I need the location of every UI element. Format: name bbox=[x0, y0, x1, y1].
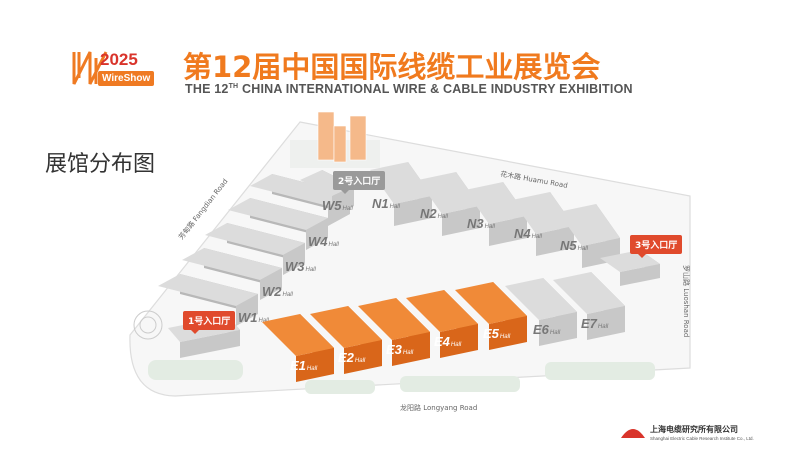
hall-roof bbox=[158, 274, 258, 306]
map-title: 展馆分布图 bbox=[45, 152, 156, 177]
footer-org-cn: 上海电缆研究所有限公司 bbox=[650, 425, 738, 434]
hall-roof bbox=[182, 248, 282, 280]
hall-roof bbox=[262, 314, 334, 356]
hall-roof bbox=[370, 162, 432, 204]
hall-roof bbox=[358, 298, 430, 340]
entrance-1[interactable]: 1号入口厅 bbox=[183, 311, 236, 334]
hall-w-bar2[interactable]: W2Hall bbox=[182, 248, 294, 300]
hall-front bbox=[489, 316, 527, 350]
hall-roof bbox=[553, 272, 625, 314]
logo-year: 2025 bbox=[100, 50, 138, 69]
hall-e5[interactable]: E5Hall bbox=[455, 282, 527, 350]
hall-roof bbox=[418, 172, 480, 214]
hall-front bbox=[489, 216, 527, 246]
hall-front bbox=[296, 348, 334, 382]
hall-roof bbox=[310, 306, 382, 348]
hall-front bbox=[587, 306, 625, 340]
hall-front bbox=[392, 332, 430, 366]
entrance-3[interactable]: 3号入口厅 bbox=[630, 235, 683, 258]
hall-roof bbox=[406, 290, 478, 332]
hall-roof bbox=[250, 174, 350, 206]
wireshow-logo bbox=[72, 51, 108, 85]
hall-e6[interactable]: E6Hall bbox=[505, 278, 577, 346]
hall-e3[interactable]: E3Hall bbox=[358, 298, 430, 366]
hall-e7[interactable]: E7Hall bbox=[553, 272, 625, 340]
hall-e1[interactable]: E1Hall bbox=[262, 314, 334, 382]
hall-n4[interactable]: N4Hall bbox=[512, 192, 574, 256]
road-luoshan: 罗山路 Luoshan Road bbox=[682, 265, 691, 337]
hall-front bbox=[539, 312, 577, 346]
hall-front bbox=[442, 206, 480, 236]
hall-front bbox=[394, 196, 432, 226]
hall-e2[interactable]: E2Hall bbox=[310, 306, 382, 374]
hall-w-bar4[interactable]: W4Hall bbox=[228, 198, 340, 250]
title-chinese: 第12届中国国际线缆工业展览会 bbox=[183, 50, 601, 84]
hall-front bbox=[283, 243, 305, 275]
footer-org-en: Shanghai Electric Cable Research Institu… bbox=[650, 436, 754, 441]
hall-w-bar1[interactable]: W1Hall bbox=[158, 274, 270, 326]
hall-e4[interactable]: E4Hall bbox=[406, 290, 478, 358]
hall-n3[interactable]: N3Hall bbox=[465, 182, 527, 246]
road-longyang: 龙阳路 Longyang Road bbox=[400, 403, 477, 412]
title-english: THE 12TH CHINA INTERNATIONAL WIRE & CABL… bbox=[185, 82, 633, 96]
hall-roof bbox=[512, 192, 574, 234]
hall-front bbox=[236, 294, 258, 326]
hall-front bbox=[260, 268, 282, 300]
hall-front bbox=[306, 218, 328, 250]
roundabout bbox=[133, 310, 163, 340]
logo-brand: WireShow bbox=[98, 71, 155, 86]
hall-roof bbox=[455, 282, 527, 324]
hall-front bbox=[344, 340, 382, 374]
hall-front bbox=[180, 330, 240, 358]
hall-front bbox=[440, 324, 478, 358]
hall-n2[interactable]: N2Hall bbox=[418, 172, 480, 236]
entrance-2[interactable]: 2号入口厅 bbox=[333, 171, 386, 194]
hall-roof bbox=[205, 223, 305, 255]
hall-roof bbox=[505, 278, 577, 320]
towers bbox=[317, 111, 367, 163]
hall-front bbox=[620, 264, 660, 286]
roundabout-inner bbox=[139, 316, 157, 334]
hall-front bbox=[536, 226, 574, 256]
hall-n1[interactable]: N1Hall bbox=[370, 162, 432, 226]
hall-n5[interactable]: N5Hall bbox=[558, 204, 620, 268]
hall-roof bbox=[228, 198, 328, 230]
seci-logo bbox=[621, 429, 645, 438]
hall-roof bbox=[558, 204, 620, 246]
hall-roof bbox=[465, 182, 527, 224]
